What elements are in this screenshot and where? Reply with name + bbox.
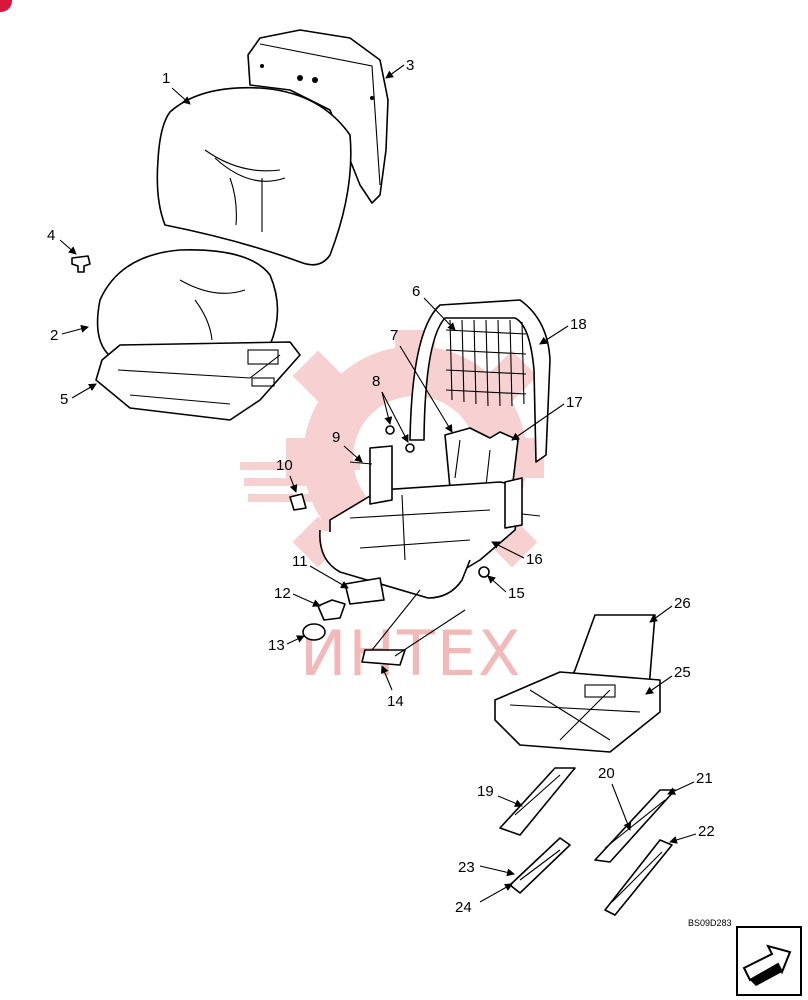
cap-part-13	[302, 623, 326, 641]
callout-label: 17	[566, 394, 583, 411]
next-page-arrow-button[interactable]	[736, 926, 802, 996]
rail-part-19	[499, 767, 576, 836]
callout-label: 16	[526, 551, 543, 568]
callout-label: 1	[162, 70, 170, 87]
knob-part-10	[289, 493, 307, 511]
watermark-text: ИНТЕХ	[300, 617, 523, 690]
callout-label: 4	[47, 227, 55, 244]
callout-label: 3	[406, 57, 414, 74]
callout-label: 12	[274, 585, 291, 602]
callout-label: 14	[387, 693, 404, 710]
callout-label: 20	[598, 765, 615, 782]
back-frame	[409, 299, 551, 463]
nut-part-15	[478, 566, 490, 578]
back-cushion	[156, 86, 352, 266]
callout-label: 10	[276, 457, 293, 474]
knob-part-4	[71, 255, 91, 273]
callout-label: 21	[696, 770, 713, 787]
handwheel-part-12	[317, 599, 346, 621]
callout-label: 5	[60, 391, 68, 408]
callout-label: 24	[455, 899, 472, 916]
callout-label: 6	[412, 283, 420, 300]
callout-label: 19	[477, 783, 494, 800]
seat-pan	[95, 341, 301, 421]
callout-label: 7	[390, 327, 398, 344]
lever-part-11	[344, 577, 385, 605]
suspension-assembly	[494, 614, 661, 753]
callout-label: 26	[674, 595, 691, 612]
seat-cushion	[96, 249, 279, 363]
hardware-parts	[289, 425, 490, 666]
callout-label: 22	[698, 823, 715, 840]
callouts: 1 2 3 4 5 6 7 8 9 10 11 12 13 14 15 16 1…	[47, 57, 715, 916]
callout-label: 2	[50, 327, 58, 344]
cable-part-14	[361, 649, 406, 666]
callout-label: 18	[570, 316, 587, 333]
bolt-part-8	[385, 425, 395, 435]
callout-label: 15	[508, 585, 525, 602]
drawing-code: BS09D283	[688, 918, 732, 928]
next-page-arrow-icon	[742, 944, 792, 986]
callout-label: 25	[674, 664, 691, 681]
slide-rails	[499, 767, 676, 916]
callout-label: 8	[372, 373, 380, 390]
callout-label: 23	[458, 859, 475, 876]
seat-back-shell	[247, 29, 389, 204]
callout-label: 9	[332, 429, 340, 446]
seat-frame	[319, 445, 541, 599]
callout-label: 13	[268, 637, 285, 654]
callout-label: 11	[292, 553, 308, 570]
